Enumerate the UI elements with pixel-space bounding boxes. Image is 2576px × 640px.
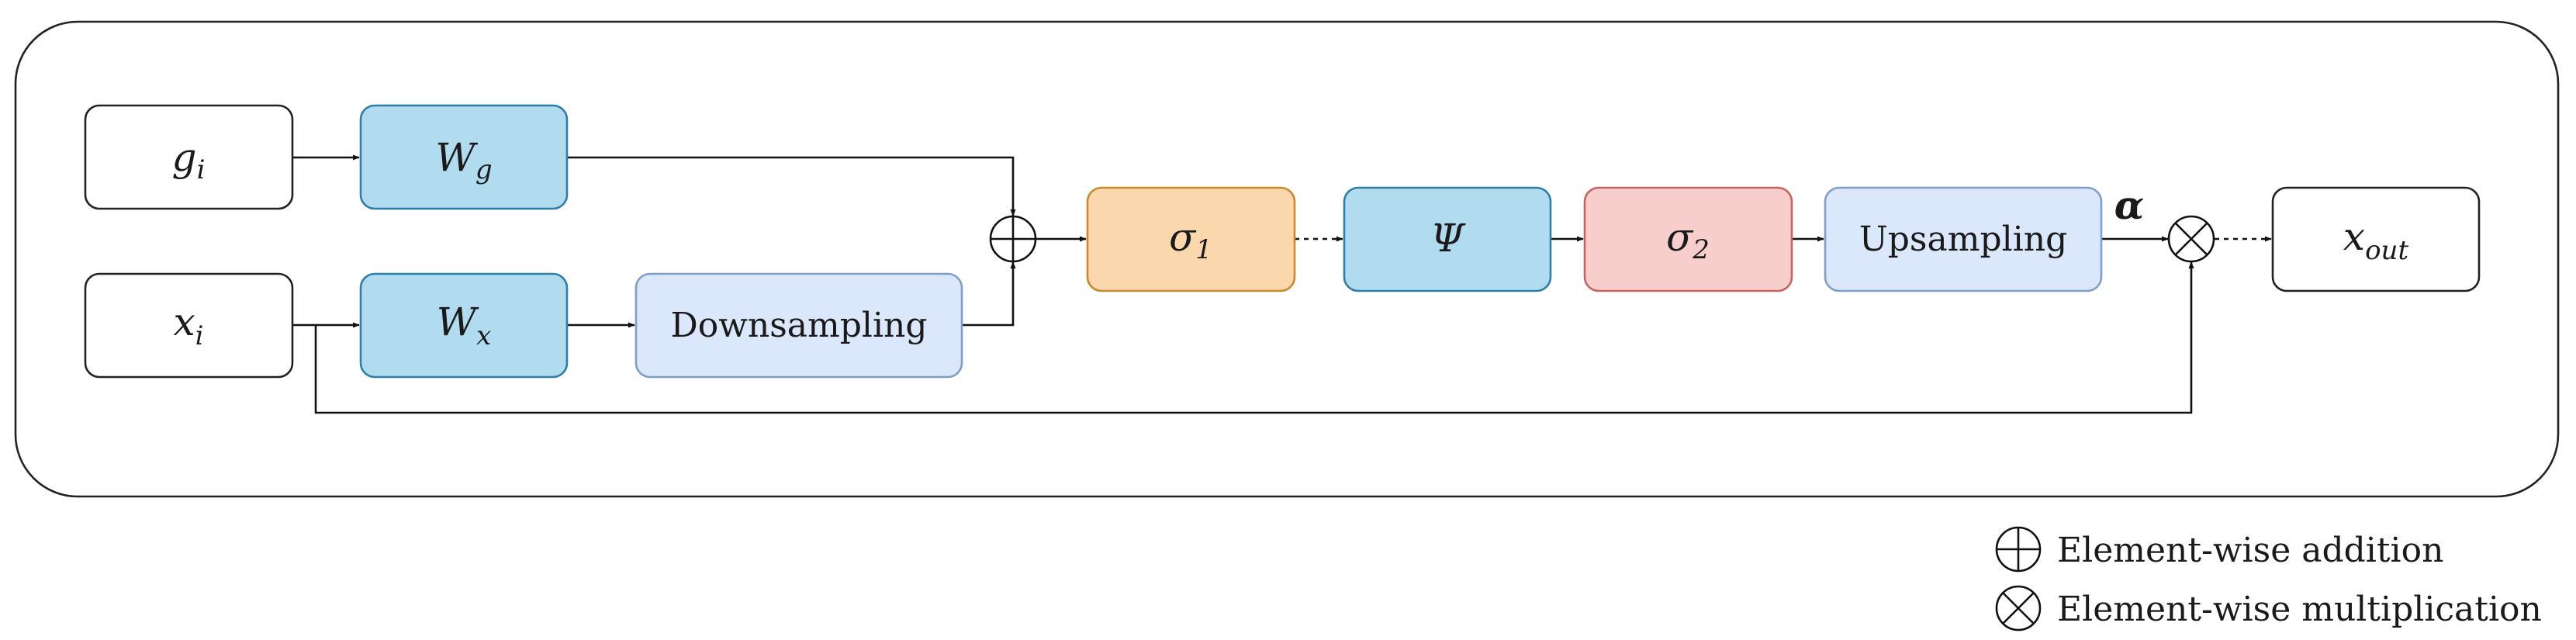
node-x-out: xout — [2271, 186, 2481, 292]
node-w-x: Wx — [359, 272, 569, 379]
legend-multiplication-icon — [1995, 585, 2042, 631]
node-upsampling: Upsampling — [1824, 186, 2103, 292]
svg-text:σ1: σ1 — [1169, 215, 1212, 265]
legend-addition-icon — [1995, 526, 2042, 573]
alpha-label: α — [2114, 182, 2144, 228]
svg-text:Upsampling: Upsampling — [1859, 220, 2068, 259]
svg-text:σ2: σ2 — [1666, 215, 1710, 265]
node-w-g: Wg — [359, 104, 569, 210]
legend-multiplication-label: Element-wise multiplication — [2057, 590, 2542, 629]
node-downsampling: Downsampling — [634, 272, 963, 379]
svg-text:xout: xout — [2343, 214, 2409, 266]
multiply-operator — [2167, 215, 2215, 263]
svg-text:xi: xi — [173, 299, 203, 351]
svg-text:Ψ: Ψ — [1430, 216, 1466, 261]
node-g-input: gi — [84, 104, 294, 210]
svg-text:gi: gi — [172, 135, 206, 185]
edge-skip-xi-to-multiply — [314, 261, 2194, 414]
svg-text:Downsampling: Downsampling — [670, 306, 927, 345]
svg-text:Wg: Wg — [435, 135, 492, 185]
legend: Element-wise addition Element-wise multi… — [1995, 526, 2542, 631]
node-psi: Ψ — [1343, 186, 1552, 292]
outer-frame — [14, 20, 2560, 498]
node-sigma1: σ1 — [1086, 186, 1296, 292]
node-sigma2: σ2 — [1583, 186, 1793, 292]
add-operator — [989, 215, 1037, 263]
node-x-input: xi — [84, 272, 294, 379]
edge-downsampling-to-add — [962, 261, 1016, 327]
legend-addition-label: Element-wise addition — [2057, 531, 2443, 570]
svg-text:Wx: Wx — [437, 299, 492, 351]
edge-wg-to-add — [567, 156, 1016, 216]
